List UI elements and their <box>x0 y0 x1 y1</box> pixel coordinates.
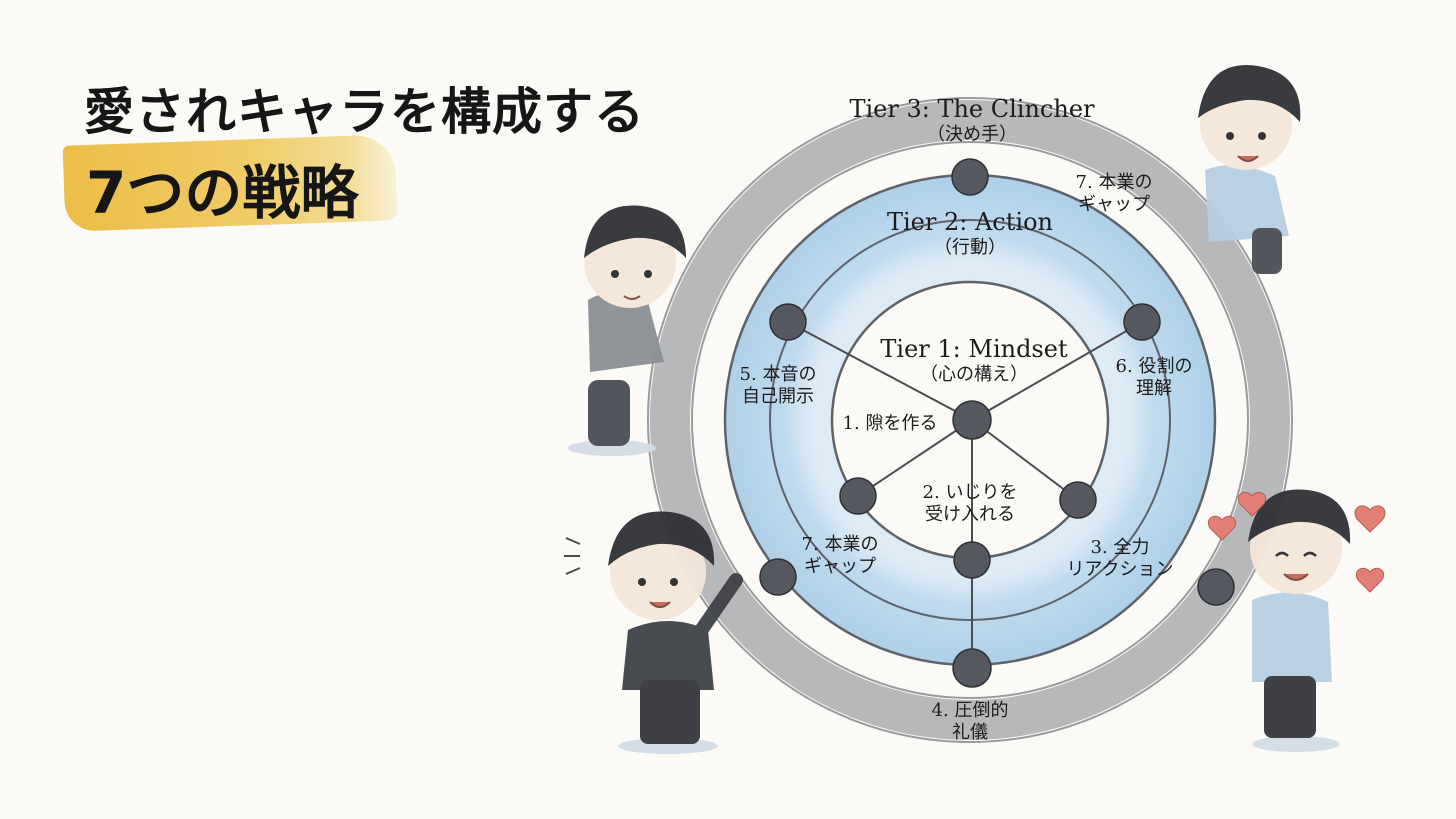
strategy-1-label: 1. 隙を作る <box>842 413 938 434</box>
tier3-label: Tier 3: The Clincher （決め手） <box>849 95 1095 146</box>
spoke-3 <box>971 419 1079 501</box>
node-right-outer <box>1197 568 1235 606</box>
tier2-ring <box>769 219 1171 621</box>
node-3 <box>1059 481 1097 519</box>
character-hugging-left <box>568 205 686 456</box>
node-tier3-top <box>951 158 989 196</box>
outer-ring <box>650 100 1290 740</box>
strategy-3-label: 3. 全力リアクション <box>1066 537 1174 580</box>
node-4 <box>952 648 992 688</box>
node-7 <box>839 477 877 515</box>
heart-icon <box>1354 505 1386 533</box>
page-title: 愛されキャラを構成する <box>84 83 645 141</box>
strategy-7-label: 7. 本業のギャップ <box>801 534 879 577</box>
spoke-6 <box>971 321 1143 421</box>
node-left-outer <box>759 558 797 596</box>
node-2 <box>953 541 991 579</box>
strategy-6-label: 6. 役割の理解 <box>1115 356 1193 399</box>
character-heart <box>1248 489 1351 752</box>
heart-icon <box>1238 491 1266 517</box>
node-center <box>952 400 992 440</box>
node-5 <box>769 303 807 341</box>
character-pointing <box>564 511 743 754</box>
strategy-7-top-label: 7. 本業のギャップ <box>1075 172 1153 215</box>
character-top-right <box>1198 65 1301 274</box>
node-6 <box>1123 303 1161 341</box>
strategy-5-label: 5. 本音の自己開示 <box>739 364 817 407</box>
tier2-label: Tier 2: Action （行動） <box>887 208 1053 259</box>
strategy-4-label: 4. 圧倒的礼儀 <box>931 700 1009 743</box>
tier1-label: Tier 1: Mindset （心の構え） <box>880 335 1068 386</box>
heart-icon <box>1208 515 1236 541</box>
spoke-5 <box>787 321 973 421</box>
strategy-2-label: 2. いじりを受け入れる <box>922 482 1018 525</box>
page-subtitle: 7つの戦略 <box>86 159 359 227</box>
spoke-7 <box>857 419 973 497</box>
heart-icon <box>1356 567 1384 593</box>
